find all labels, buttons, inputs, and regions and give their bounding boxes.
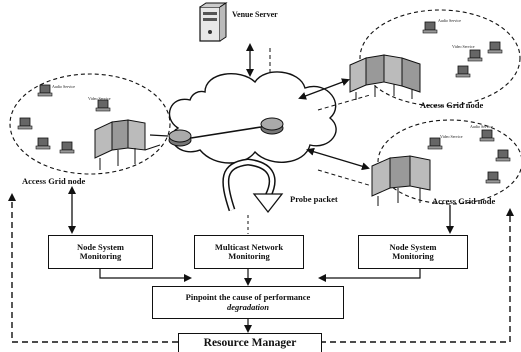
box-line-1: Node System: [389, 241, 437, 252]
venue-server-icon: [199, 2, 228, 42]
network-cloud: [168, 71, 337, 164]
top-right-node-audio-label: Audio Service: [438, 18, 461, 23]
box-line-2: degradation: [226, 301, 270, 312]
left-node-display-wall: [94, 119, 161, 170]
top-right-node-link-arrow: [298, 78, 350, 100]
bottom-right-node-video-label: Video Service: [440, 134, 463, 139]
left-node-label: Access Grid node: [22, 176, 86, 186]
top-right-node-workstations: [422, 21, 503, 78]
probe-packet-label: Probe packet: [290, 194, 338, 204]
left-node-workstations: [17, 84, 111, 154]
bottom-right-dashed-link: [317, 169, 373, 187]
resource-manager-box: Resource Manager: [178, 333, 322, 352]
bottom-right-node-label: Access Grid node: [432, 196, 496, 206]
top-right-node-video-label: Video Service: [452, 44, 475, 49]
box-line-2: Monitoring: [79, 251, 122, 261]
right-feedback-loop: [320, 208, 514, 343]
left-monitor-to-pinpoint: [99, 268, 192, 282]
bottom-right-node-workstations: [427, 129, 511, 184]
probe-packet-arrow: [222, 158, 284, 214]
node-system-monitoring-right: Node System Monitoring: [358, 235, 468, 269]
venue-server-label: Venue Server: [232, 10, 278, 19]
bottom-right-node-audio-label: Audio Service: [470, 124, 493, 129]
router-link: [190, 126, 262, 139]
router-icon-left: [168, 129, 192, 147]
box-line-1: Node System: [77, 241, 124, 252]
left-feedback-loop: [8, 193, 178, 343]
left-node-boundary: [9, 73, 171, 175]
pinpoint-cause-box: Pinpoint the cause of performance degrad…: [152, 286, 344, 319]
top-right-node-display-wall: [349, 54, 421, 100]
top-right-node-boundary: [359, 9, 521, 107]
resource-manager-label: Resource Manager: [203, 336, 297, 349]
top-right-dashed-link: [317, 94, 371, 111]
multicast-network-monitoring: Multicast Network Monitoring: [194, 235, 304, 269]
router-icon-right: [260, 117, 284, 135]
box-line-1: Pinpoint the cause of performance: [185, 292, 311, 303]
top-right-node-label: Access Grid node: [420, 100, 484, 110]
left-node-audio-label: Audio Service: [52, 84, 75, 89]
bottom-right-node-display-wall: [371, 155, 431, 206]
box-line-2: Monitoring: [392, 251, 434, 261]
bottom-right-node-link-arrow: [306, 147, 370, 171]
left-node-cloud-link: [149, 134, 169, 137]
box-line-2: Monitoring: [228, 251, 270, 261]
right-monitor-to-pinpoint: [318, 268, 421, 282]
box-line-1: Multicast Network: [214, 241, 284, 252]
node-system-monitoring-left: Node System Monitoring: [48, 235, 153, 269]
left-node-video-label: Video Service: [88, 96, 111, 101]
